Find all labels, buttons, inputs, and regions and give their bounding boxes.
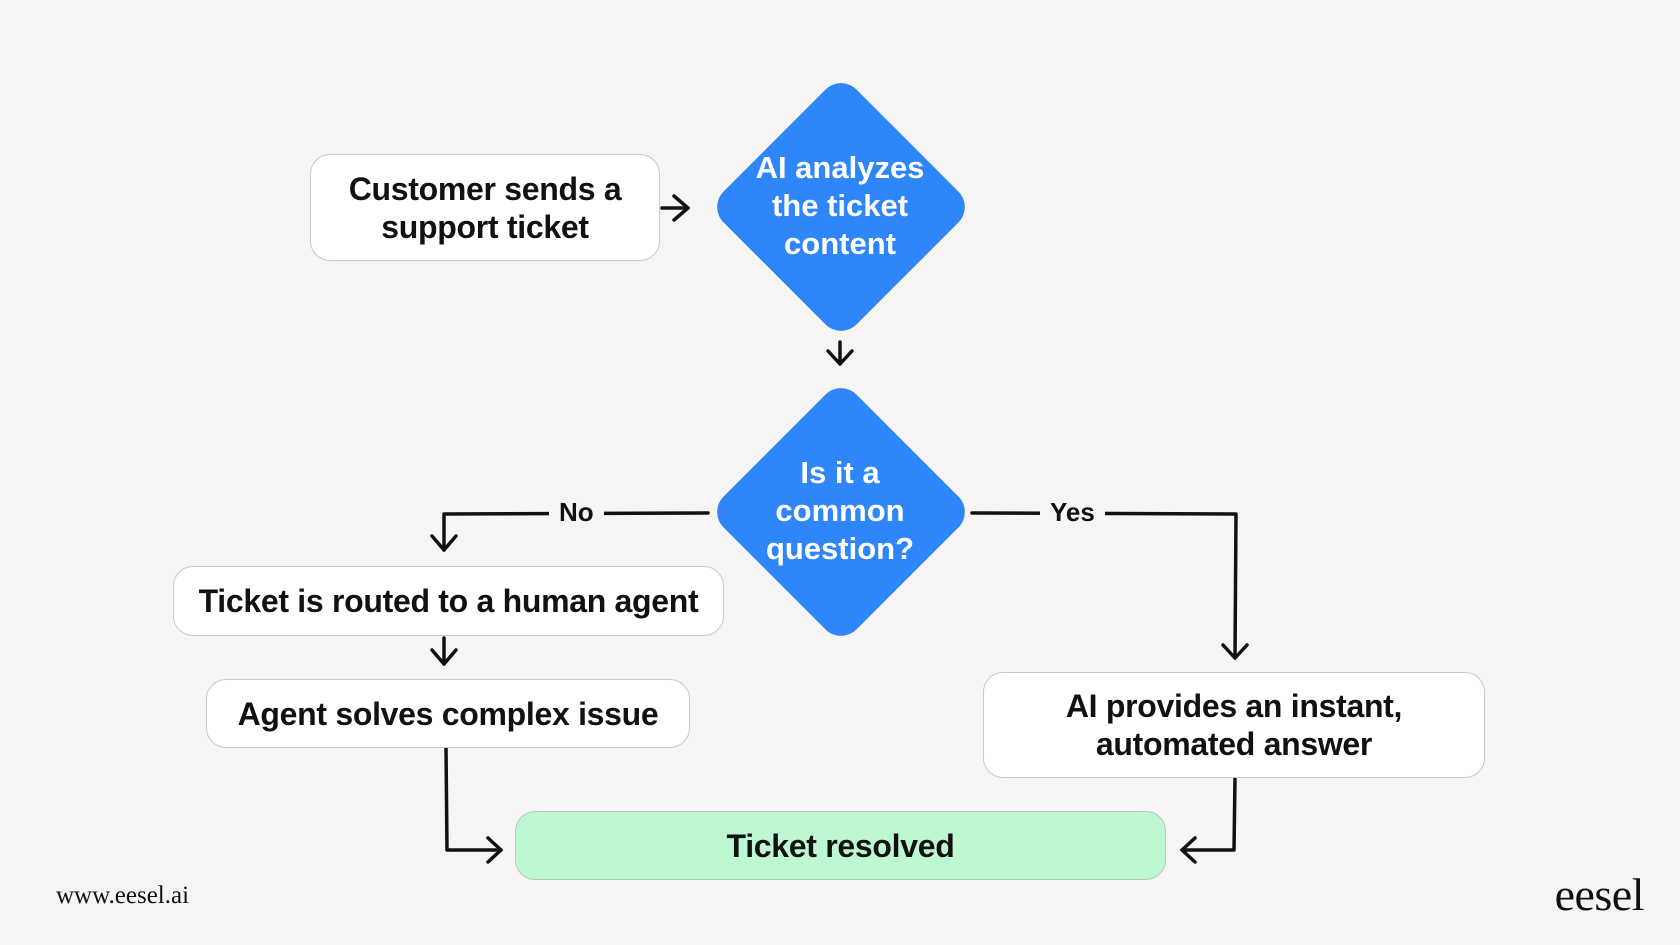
arrowhead-agent-to-resolved — [486, 836, 503, 864]
edge-label-no: No — [549, 497, 604, 527]
line-ai-answer-to-resolved — [1180, 776, 1237, 852]
line-agent-to-resolved — [444, 746, 503, 852]
node-ticket-resolved: Ticket resolved — [515, 811, 1166, 880]
edge-label-yes: Yes — [1040, 497, 1105, 527]
node-agent-solves-issue: Agent solves complex issue — [206, 679, 690, 748]
eesel-logo: eesel — [1554, 869, 1645, 920]
diamond-analyze-label: AI analyzes the ticket content — [755, 150, 925, 261]
arrowhead-routed-to-agent — [430, 648, 458, 666]
arrowhead-start-to-analyze — [672, 194, 690, 222]
line-decision-to-yes — [970, 511, 1238, 660]
line-decision-to-no — [442, 511, 710, 552]
arrowhead-yes-to-ai-answer — [1221, 643, 1249, 660]
node-customer-sends-ticket: Customer sends a support ticket — [310, 154, 660, 261]
node-ai-instant-answer: AI provides an instant, automated answer — [983, 672, 1485, 778]
arrowhead-ai-answer-to-resolved — [1180, 836, 1197, 864]
diamond-common-question-label: Is it a common question? — [765, 455, 915, 566]
arrowhead-analyze-to-decision — [826, 349, 854, 366]
arrowhead-no-to-routed — [430, 534, 458, 552]
node-ticket-routed-to-human: Ticket is routed to a human agent — [173, 566, 724, 636]
footer-website-url: www.eesel.ai — [56, 882, 190, 909]
